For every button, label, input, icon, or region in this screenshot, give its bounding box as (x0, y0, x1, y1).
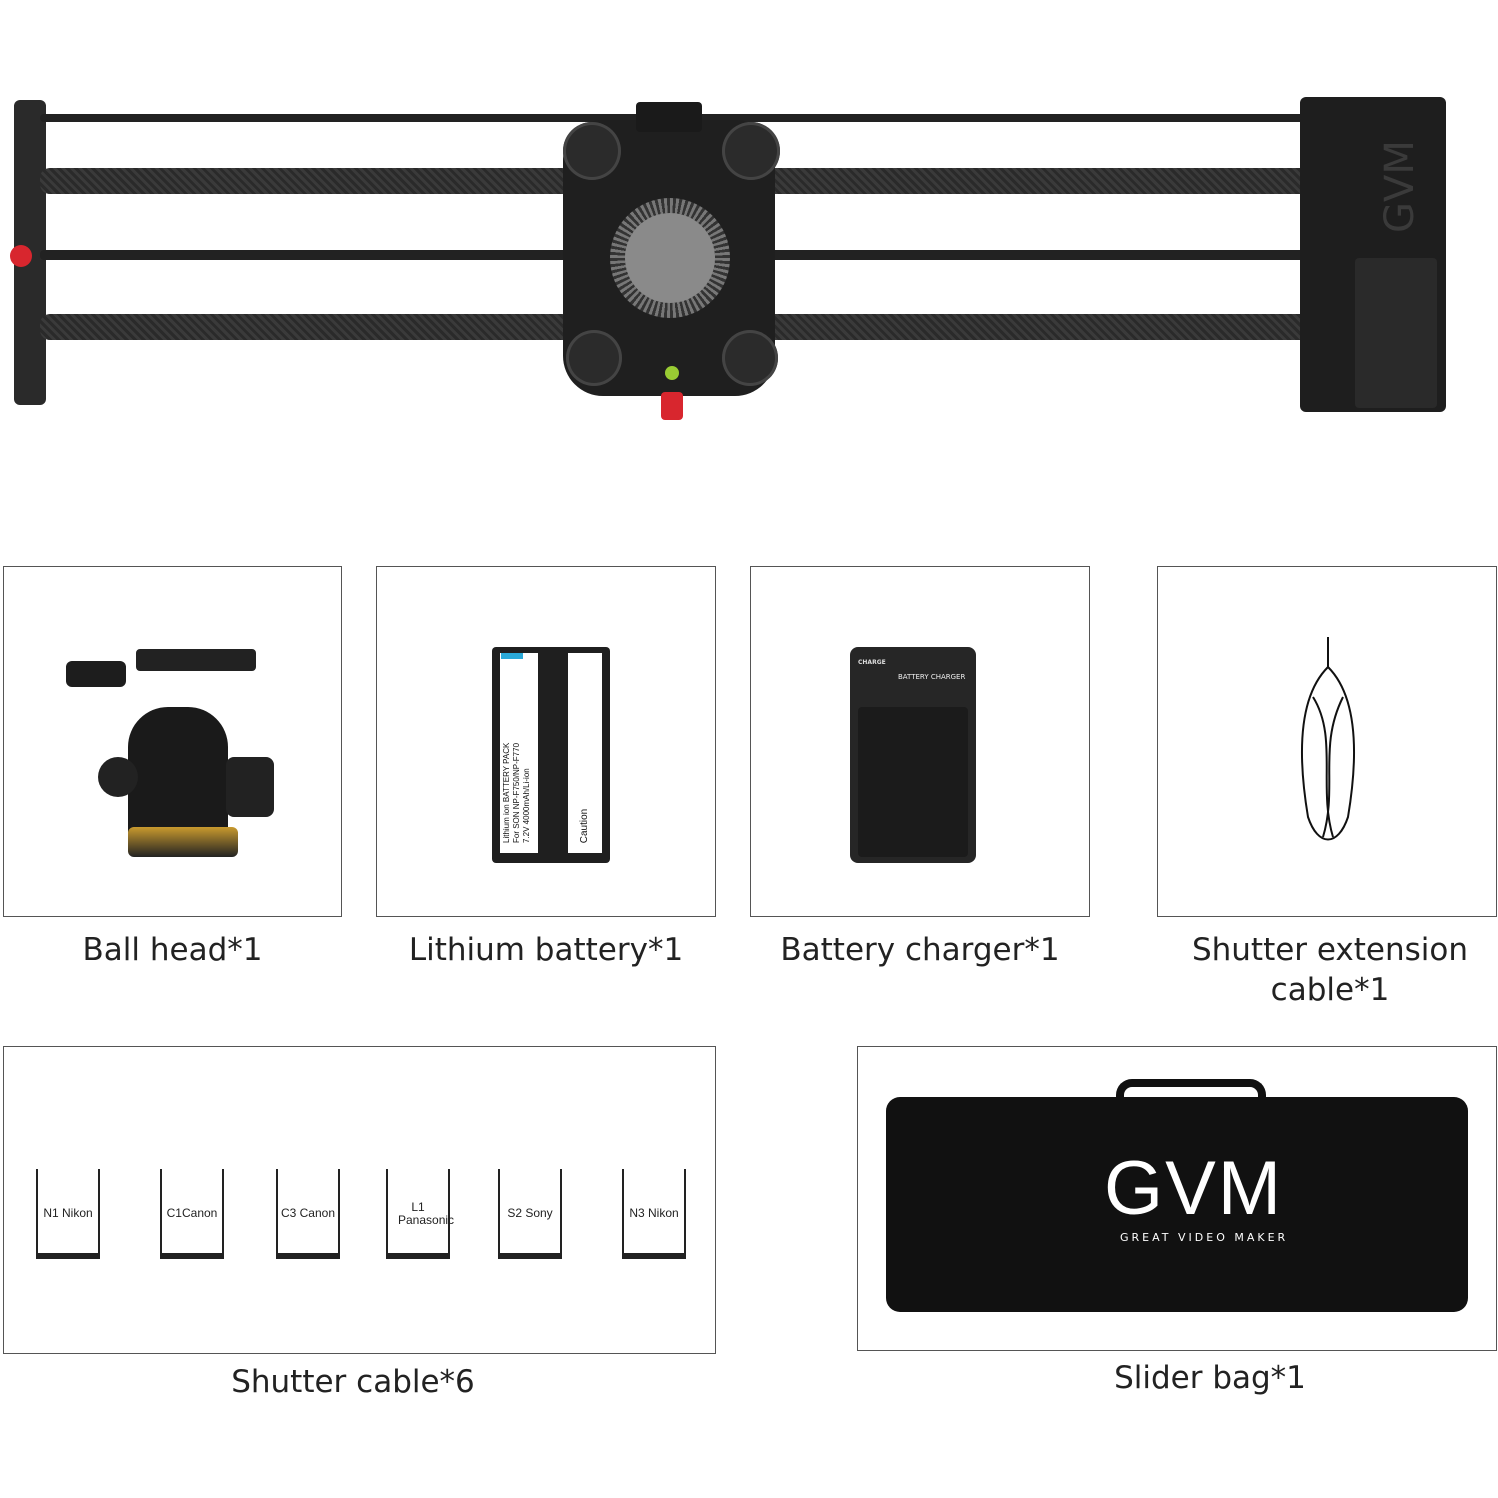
bubble-level (665, 366, 679, 380)
shutter-cable-item: L1 Panasonic (386, 1169, 454, 1259)
battery-plate (1355, 258, 1437, 408)
pan-dial-center (625, 213, 715, 303)
motor-box-logo: GVM (1377, 140, 1423, 233)
shutter-cable-item: C1Canon (160, 1169, 224, 1259)
battery-text-line: 7.2V 4000mAh/Li-ion (522, 768, 531, 843)
slider-product-image: GVM (0, 90, 1498, 430)
carriage-top-plate (636, 102, 702, 132)
shutter-cables-label: Shutter cable*6 (231, 1364, 475, 1400)
mount-screw-knob[interactable] (661, 392, 683, 420)
charger-label: Battery charger*1 (780, 932, 1060, 968)
extension-cable-label: Shutter extension cable*1 (1191, 932, 1469, 1008)
shutter-cable-item: N1 Nikon (36, 1169, 100, 1259)
bag-tagline: Great Video Maker (1120, 1231, 1289, 1244)
shutter-cable-item: C3 Canon (276, 1169, 340, 1259)
carriage-wheel (722, 330, 778, 386)
shutter-cable-item: S2 Sony (498, 1169, 562, 1259)
extension-cable-panel (1157, 566, 1497, 917)
battery-caution: Caution (579, 808, 590, 844)
shutter-cable-item: N3 Nikon (622, 1169, 686, 1259)
carriage-wheel (722, 122, 780, 180)
battery-text-line: For SON NP-F750/NP-F770 (512, 742, 521, 843)
battery-panel: Lithium ion BATTERY PACK For SON NP-F750… (376, 566, 716, 917)
battery-text-line: Lithium ion BATTERY PACK (502, 742, 511, 843)
charger-charge-text: CHARGE (858, 659, 886, 666)
slider-bag-image: GVM Great Video Maker (886, 1079, 1468, 1312)
charger-image: CHARGE BATTERY CHARGER (850, 647, 976, 863)
charger-panel: CHARGE BATTERY CHARGER (750, 566, 1090, 917)
charger-title: BATTERY CHARGER (898, 673, 966, 681)
battery-image: Lithium ion BATTERY PACK For SON NP-F750… (492, 647, 610, 863)
left-lock-knob[interactable] (10, 245, 32, 267)
battery-label: Lithium battery*1 (408, 932, 684, 968)
carriage-wheel (563, 122, 621, 180)
ball-head-label: Ball head*1 (82, 932, 263, 968)
slider-bag-label: Slider bag*1 (1114, 1360, 1306, 1396)
shutter-cables-panel: N1 Nikon C1Canon C3 Canon L1 Panasonic S… (3, 1046, 716, 1354)
extension-cable-image (1301, 637, 1355, 841)
bag-logo: GVM (1104, 1146, 1284, 1231)
slider-bag-panel: GVM Great Video Maker (857, 1046, 1497, 1351)
ball-head-image (66, 647, 276, 867)
ball-head-panel (3, 566, 342, 917)
carriage-wheel (566, 330, 622, 386)
